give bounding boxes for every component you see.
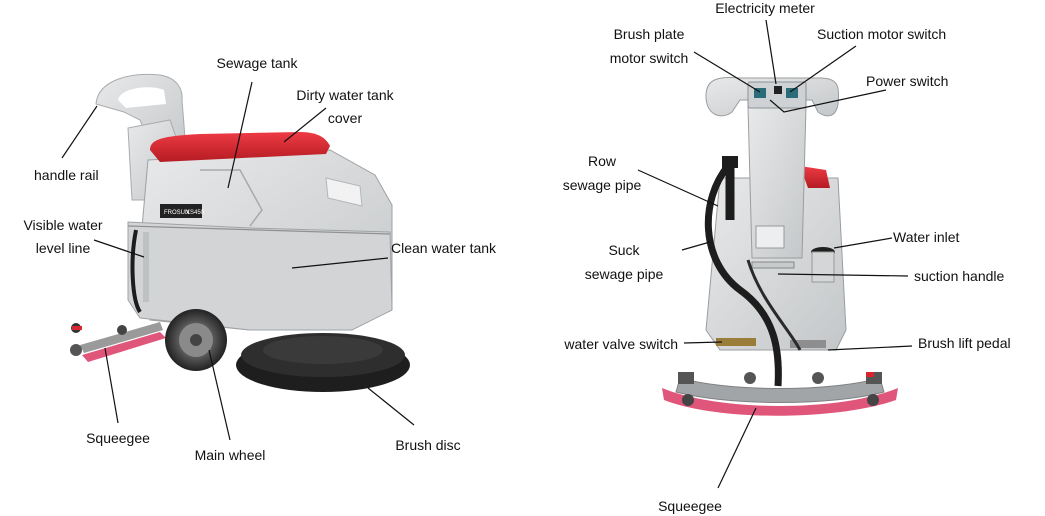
leader-sewage-tank [227,81,253,189]
leader-right-squeegee [717,407,757,489]
label-brush-plate-line1: Brush plate [613,26,685,42]
leader-left-squeegee [104,347,119,424]
leader-clean-water [291,257,389,269]
leader-handle-rail [61,105,98,159]
label-dirty-cover-line1: Dirty water tank [296,87,394,103]
label-power-switch: Power switch [866,73,949,89]
leader-brush-lift [827,345,913,351]
label-clean-water-tank: Clean water tank [391,240,497,256]
label-suction-handle: suction handle [914,268,1005,284]
label-visible-water-line1: Visible water [23,217,103,233]
right-machine-illustration [662,77,898,416]
label-sewage-tank: Sewage tank [216,55,298,71]
leader-dirty-cover [283,107,327,143]
leader-lines [61,19,913,489]
leader-main-wheel [208,349,231,441]
label-suck-sewage-line2: sewage pipe [584,266,664,282]
label-visible-water-line2: level line [35,240,91,256]
label-brush-lift-pedal: Brush lift pedal [918,335,1011,351]
leader-water-valve [683,341,723,344]
label-water-valve-switch: water valve switch [564,336,678,352]
label-brush-plate-line2: motor switch [609,50,689,66]
leader-row-sewage [637,169,719,207]
label-row-sewage-line1: Row [587,153,616,169]
left-machine-illustration: FROSUN XS450 [70,73,410,392]
leader-suction-motor [789,45,857,93]
model-badge-text: XS450 [186,210,205,216]
label-right-squeegee: Squeegee [658,498,722,514]
label-suction-motor-switch: Suction motor switch [817,26,947,42]
label-main-wheel: Main wheel [194,447,266,463]
brand-badge-text: FROSUN [164,210,189,216]
label-electricity-meter: Electricity meter [715,0,815,16]
label-dirty-cover-line2: cover [327,110,363,126]
leader-brush-plate [693,51,761,93]
leader-brush-disc [367,387,415,426]
leader-suck-sewage [681,241,711,251]
leader-electricity-meter [765,19,777,85]
label-brush-disc: Brush disc [395,437,461,453]
left-red-cover-shape [150,132,330,162]
right-squeegee-shape [662,388,898,416]
label-handle-rail: handle rail [34,167,99,183]
leader-power-switch [769,89,887,113]
label-left-squeegee: Squeegee [86,430,150,446]
label-row-sewage-line2: sewage pipe [562,177,642,193]
label-suck-sewage-line1: Suck [608,242,640,258]
leader-water-inlet [833,237,893,249]
label-water-inlet: Water inlet [893,229,960,245]
left-squeegee-shape [82,332,166,362]
right-hose-shape [704,163,782,387]
leader-suction-handle [777,273,909,277]
leader-visible-water [93,239,145,258]
